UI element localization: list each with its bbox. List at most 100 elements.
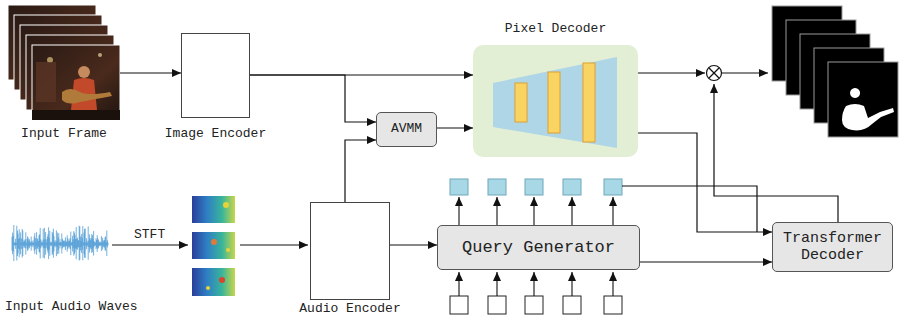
wave-stroke (76, 227, 77, 259)
input-query-arrows (459, 272, 613, 296)
wave-stroke (99, 243, 100, 246)
flow-arrow (120, 72, 181, 73)
wave-stroke (30, 242, 31, 247)
spectrogram-arrow (240, 244, 308, 245)
node-caption: Audio Encoder (299, 302, 400, 317)
wave-stroke (29, 239, 30, 248)
node-caption: Image Encoder (165, 127, 266, 142)
wave-stroke (36, 232, 37, 255)
wave-stroke (33, 240, 34, 247)
wave-stroke (100, 242, 101, 247)
wave-stroke (20, 232, 21, 254)
wave-stroke (17, 231, 18, 256)
wave-stroke (107, 240, 108, 247)
wave-stroke (77, 238, 78, 250)
wave-stroke (82, 226, 83, 260)
wave-stroke (88, 226, 89, 259)
wave-stroke (103, 240, 104, 247)
wave-stroke (80, 237, 81, 251)
wave-stroke (35, 238, 36, 249)
process-box: Query Generator (437, 225, 640, 270)
wave-stroke (105, 237, 106, 250)
wave-stroke (63, 241, 64, 247)
node-label: Transformer Decoder (781, 230, 884, 265)
node-caption: Pixel Decoder (505, 22, 606, 37)
flow-arrow (437, 127, 473, 128)
wave-stroke (50, 243, 51, 246)
wave-stroke (44, 228, 45, 259)
wave-stroke (25, 232, 26, 254)
wave-stroke (31, 237, 32, 251)
multiply-symbol (707, 66, 722, 81)
wave-stroke (60, 239, 61, 248)
wave-stroke (85, 229, 86, 258)
wave-stroke (54, 236, 55, 251)
wave-stroke (45, 232, 46, 255)
wave-stroke (81, 234, 82, 253)
decoder-box: Pixel Decoder (473, 45, 638, 157)
process-box: AVMM (376, 112, 437, 147)
wave-stroke (89, 234, 90, 252)
wave-stroke (69, 239, 70, 248)
query-line (622, 186, 757, 232)
query-up-arrows (459, 197, 613, 225)
wave-stroke (108, 243, 109, 246)
encoder-box: Audio Encoder (310, 202, 390, 300)
wave-stroke (61, 234, 62, 254)
wave-stroke (53, 229, 54, 258)
audio-input: Input Audio Waves (10, 222, 110, 267)
wave-stroke (102, 238, 103, 250)
wave-stroke (63, 240, 64, 247)
mask-silhouette (842, 88, 894, 130)
wave-stroke (92, 235, 93, 252)
wave-stroke (99, 242, 100, 247)
output-queries (450, 179, 622, 195)
wave-stroke (39, 235, 40, 252)
wave-stroke (13, 225, 14, 261)
multiply-to-mask (722, 72, 768, 73)
wave-stroke (28, 238, 29, 250)
wave-stroke (49, 231, 50, 256)
wave-stroke (93, 231, 94, 256)
output-masks (772, 6, 898, 137)
wave-stroke (67, 238, 68, 249)
wave-stroke (87, 241, 88, 247)
wave-stroke (55, 240, 56, 247)
wave-stroke (72, 236, 73, 252)
wave-stroke (52, 232, 53, 255)
wave-stroke (97, 238, 98, 249)
wave-stroke (97, 235, 98, 252)
wave-stroke (98, 240, 99, 248)
wave-stroke (79, 226, 80, 260)
wave-stroke (18, 234, 19, 254)
wave-stroke (73, 231, 74, 256)
wave-stroke (75, 235, 76, 252)
wave-stroke (40, 239, 41, 248)
input-queries (450, 296, 622, 314)
wave-stroke (84, 229, 85, 258)
wave-stroke (74, 233, 75, 255)
wave-stroke (57, 233, 58, 255)
stft-arrow (112, 244, 188, 245)
wave-stroke (51, 242, 52, 247)
wave-stroke (58, 233, 59, 253)
wave-stroke (105, 237, 106, 251)
wave-stroke (19, 229, 20, 257)
flow-arrow (345, 140, 376, 202)
wave-stroke (60, 242, 61, 246)
wave-stroke (71, 243, 72, 246)
node-caption: Input Frame (21, 127, 107, 142)
wave-stroke (91, 234, 92, 253)
image-input: Input Frame (8, 5, 120, 120)
wave-stroke (86, 238, 87, 249)
wave-stroke (66, 242, 67, 245)
wave-stroke (79, 226, 80, 261)
audio-waveform (12, 225, 108, 261)
pixel-to-multiply (638, 72, 705, 73)
wave-stroke (37, 238, 38, 249)
node-label: Query Generator (462, 238, 615, 258)
wave-stroke (40, 228, 41, 259)
wave-stroke (96, 238, 97, 249)
wave-stroke (65, 237, 66, 250)
input-frame-stack (8, 5, 120, 120)
